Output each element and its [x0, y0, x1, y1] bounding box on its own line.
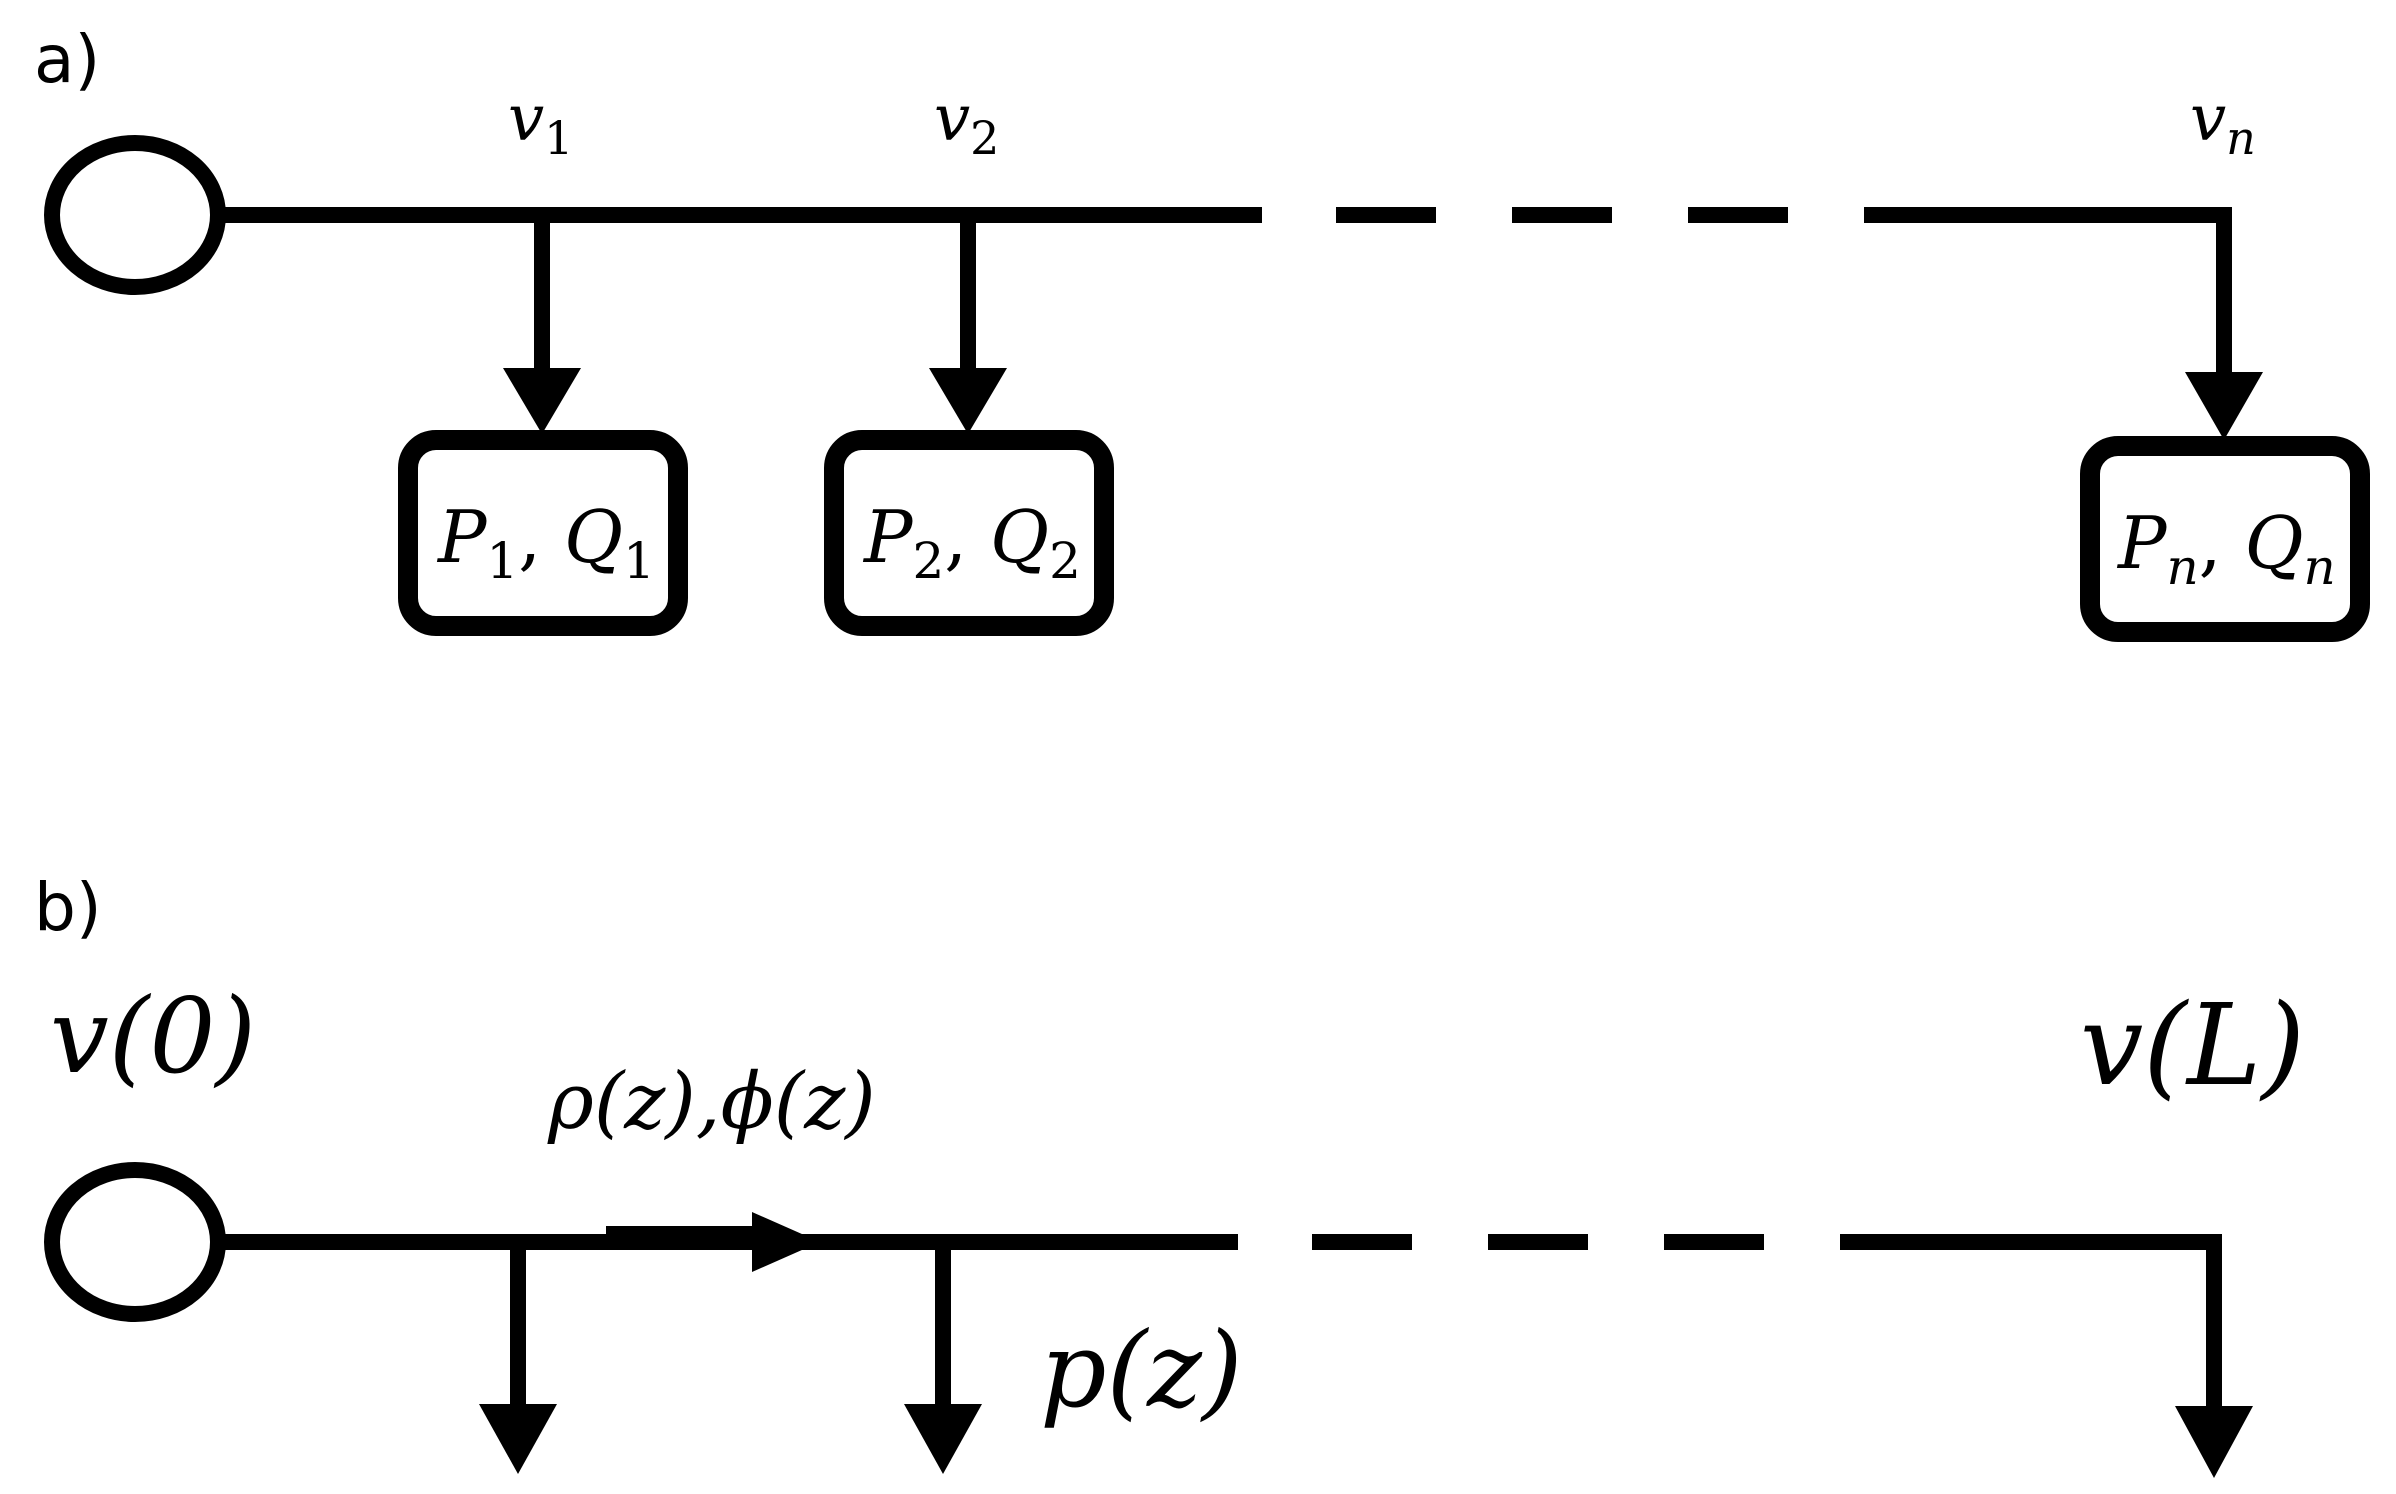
panel-b: b) v(0) v(L) ρ(z),ϕ(z) p(z)	[34, 869, 2305, 1478]
arrow-head	[929, 368, 1007, 434]
arrow-head	[503, 368, 581, 434]
arrow-head	[2185, 372, 2263, 440]
node-voltage-label: v2	[934, 82, 999, 165]
arrow-head	[479, 1404, 557, 1474]
node-1: v1 P1, Q1	[398, 82, 688, 636]
arrow-head	[904, 1404, 982, 1474]
load-box	[2080, 436, 2370, 642]
node-2: v2 P2, Q2	[824, 82, 1114, 636]
flow-arrow-head	[752, 1212, 820, 1272]
panel-a-label: a)	[34, 21, 100, 98]
load-label: P1, Q1	[436, 495, 655, 590]
load-box	[824, 430, 1114, 636]
node-voltage-label: vn	[2190, 82, 2256, 165]
line-params-label: ρ(z),ϕ(z)	[547, 1057, 876, 1147]
load-box	[398, 430, 688, 636]
arrow-head	[2175, 1406, 2253, 1478]
source-bus-circle	[44, 135, 226, 295]
node-n: vn Pn, Qn	[2080, 82, 2370, 642]
panel-a: a) v1 P1, Q1 v2 P2, Q2 vn	[34, 21, 2370, 642]
node-voltage-label: v1	[508, 82, 573, 165]
load-label: Pn, Qn	[2116, 501, 2336, 596]
load-density-label: p(z)	[1040, 1309, 1243, 1431]
source-bus-circle	[44, 1162, 226, 1322]
panel-b-label: b)	[34, 869, 102, 946]
end-voltage-label: v(L)	[2080, 981, 2305, 1111]
load-label: P2, Q2	[862, 495, 1081, 590]
source-voltage-label: v(0)	[50, 975, 256, 1097]
